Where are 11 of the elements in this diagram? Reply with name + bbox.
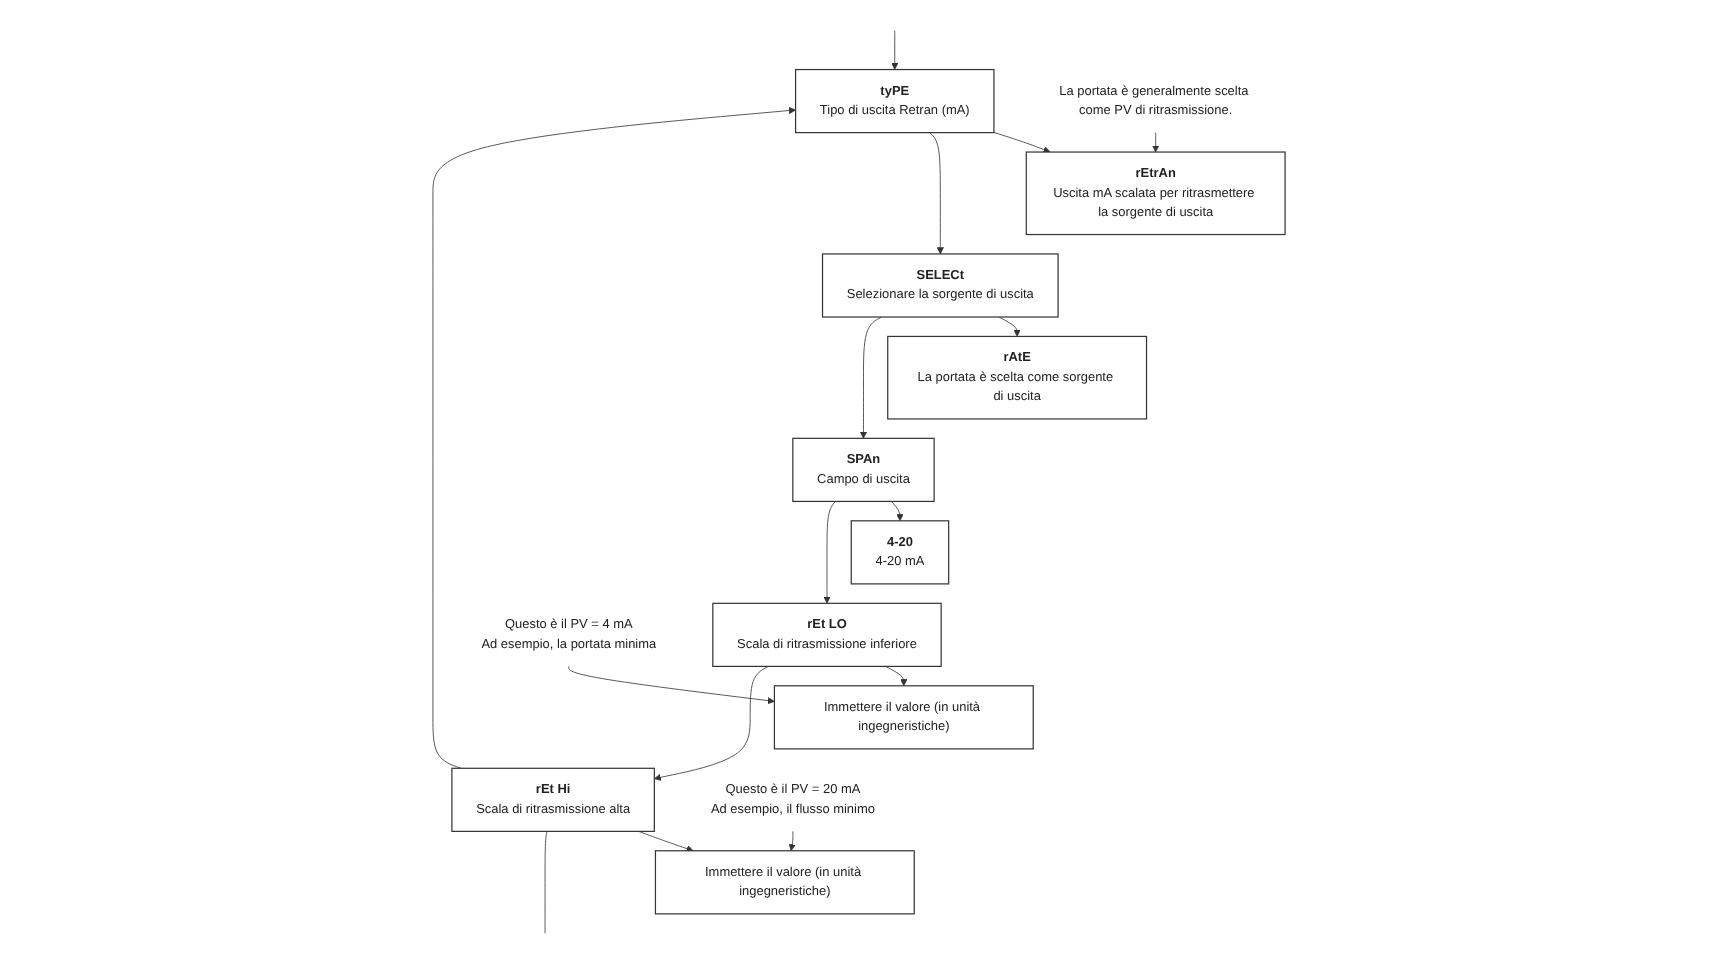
node-box bbox=[654, 850, 915, 915]
node-box bbox=[792, 437, 935, 502]
node-box bbox=[451, 767, 655, 832]
node-box bbox=[773, 685, 1034, 750]
connector bbox=[544, 830, 548, 934]
node-box bbox=[795, 68, 995, 134]
node-box bbox=[712, 602, 942, 667]
node-box bbox=[821, 253, 1059, 318]
node-box bbox=[850, 520, 950, 585]
node-box bbox=[1025, 151, 1286, 236]
node-box bbox=[887, 335, 1148, 420]
